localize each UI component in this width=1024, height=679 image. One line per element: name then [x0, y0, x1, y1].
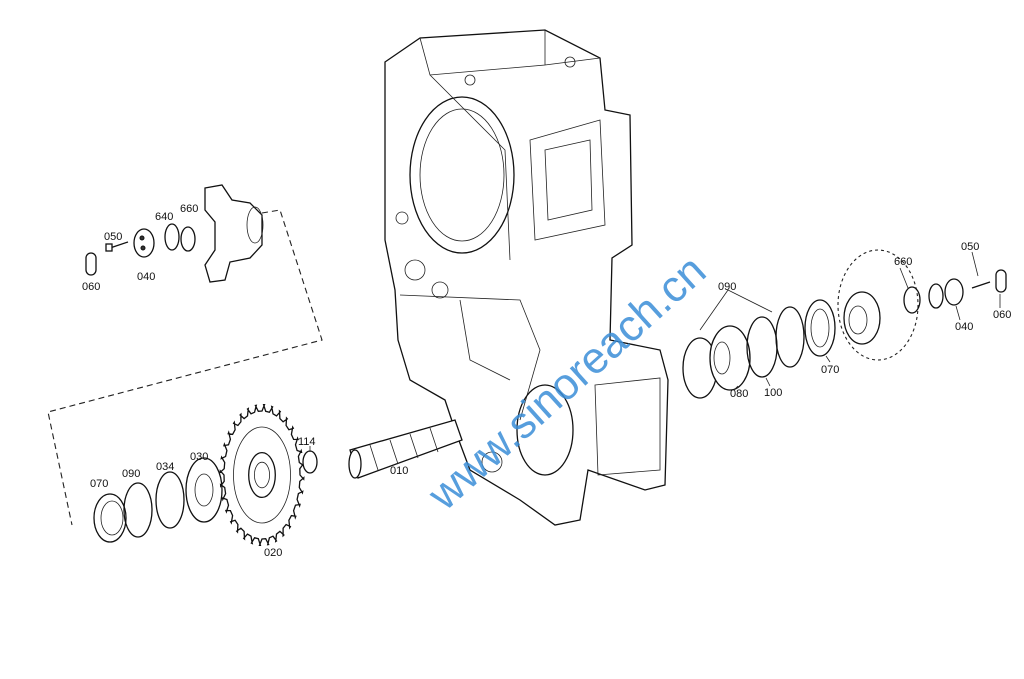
label-060-right: 060 — [993, 309, 1011, 321]
label-070: 070 — [90, 478, 108, 490]
label-090-right: 090 — [718, 281, 736, 293]
gear-ring — [253, 461, 270, 489]
label-660: 660 — [180, 203, 198, 215]
left-top-assembly — [47, 184, 323, 526]
right-assembly — [682, 249, 1007, 399]
label-114: 114 — [298, 436, 316, 448]
label-640: 640 — [155, 211, 173, 223]
label-100: 100 — [764, 387, 782, 399]
label-020: 020 — [264, 547, 282, 559]
label-070-right: 070 — [821, 364, 839, 376]
label-050-right: 050 — [961, 241, 979, 253]
label-660-right: 660 — [894, 256, 912, 268]
gear-020 — [219, 404, 305, 546]
label-030: 030 — [190, 451, 208, 463]
label-040-right: 040 — [955, 321, 973, 333]
label-040: 040 — [137, 271, 155, 283]
gear-ring — [248, 451, 276, 499]
label-034: 034 — [156, 461, 174, 473]
label-060: 060 — [82, 281, 100, 293]
label-050: 050 — [104, 231, 122, 243]
left-bottom-assembly — [93, 404, 463, 546]
label-090: 090 — [122, 468, 140, 480]
transmission-housing — [384, 29, 669, 526]
label-080: 080 — [730, 388, 748, 400]
part-labels: 060 050 040 640 660 070 090 034 030 020 … — [82, 203, 1011, 559]
gear-ring — [233, 426, 291, 524]
label-010: 010 — [390, 465, 408, 477]
